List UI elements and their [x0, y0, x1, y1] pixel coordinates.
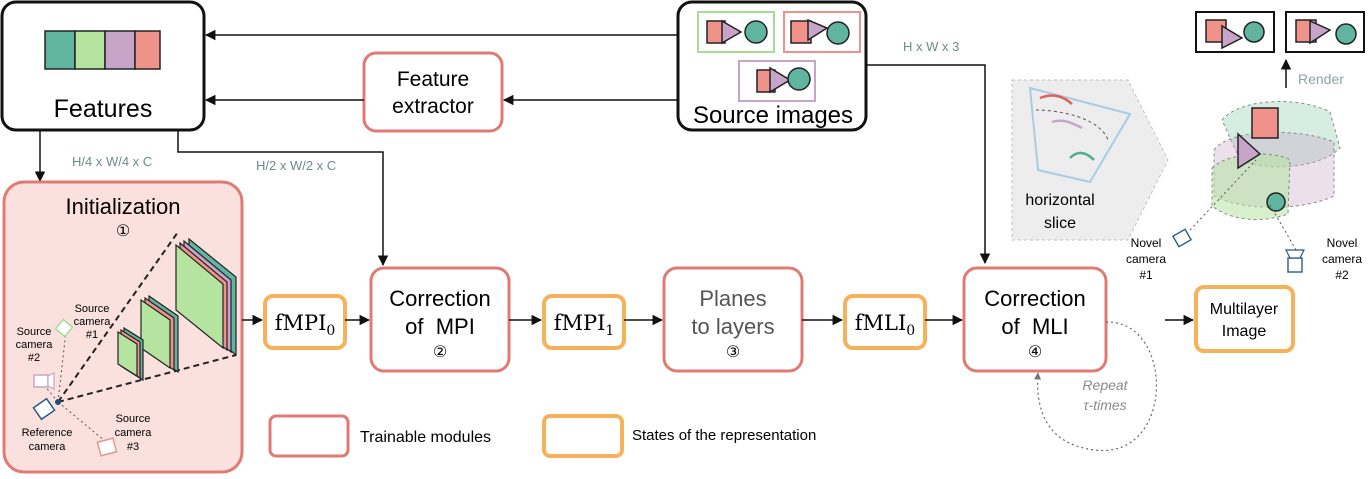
novel-cam2-line3: #2: [1335, 268, 1349, 282]
features-label: Features: [54, 95, 153, 123]
novel-cam1-line1: Novel: [1131, 236, 1162, 250]
repeat-loop-arrow: [1033, 321, 1157, 451]
fmpi1-base: fMPI: [554, 311, 606, 335]
state-fmpi1: fMPI1: [542, 294, 626, 350]
repeat-line1: Repeat: [1082, 377, 1128, 393]
source-dims-label: H x W x 3: [903, 39, 959, 54]
planes-line1: Planes: [699, 286, 766, 311]
fmli0-sub: 0: [906, 323, 915, 339]
initialization-title: Initialization: [66, 194, 181, 219]
reference-camera-icon: [32, 397, 61, 421]
multilayer-line1: Multilayer: [1210, 301, 1279, 318]
source-image-1-icon: [697, 11, 775, 53]
source-cam2-line3: #2: [28, 352, 40, 364]
source-image-2-icon: [783, 11, 861, 53]
legend-states-label: States of the representation: [632, 427, 816, 444]
legend-trainable-swatch: [268, 414, 350, 458]
legend-trainable-label: Trainable modules: [360, 429, 491, 446]
source-cam1-line2: camera: [74, 316, 112, 328]
reference-cam-line1: Reference: [22, 427, 73, 439]
legend: Trainable modules States of the represen…: [268, 414, 816, 458]
novel-cam2-line2: camera: [1322, 252, 1362, 266]
planes-step: ③: [726, 344, 740, 361]
state-fmpi0: fMPI0: [263, 294, 347, 350]
fmpi0-sub: 0: [326, 323, 335, 339]
features-quarter-dims: H/4 x W/4 x C: [72, 154, 152, 169]
rendered-image-2-icon: [1285, 11, 1365, 53]
slice-line1: horizontal: [1025, 192, 1094, 209]
planes-to-layers-box: Planes to layers ③: [662, 266, 804, 373]
fmpi0-label: fMPI0: [275, 311, 336, 339]
correction-mpi-step: ②: [433, 344, 447, 361]
novel-cam1-line2: camera: [1126, 252, 1166, 266]
feature-extractor-line1: Feature: [397, 68, 469, 91]
fmpi0-base: fMPI: [275, 311, 327, 335]
horizontal-slice-panel: horizontal slice: [1011, 79, 1169, 241]
fmpi1-sub: 1: [605, 323, 614, 339]
novel-camera-1-icon: [1171, 228, 1193, 248]
features-half-dims: H/2 x W/2 x C: [256, 158, 336, 173]
source-images-box: Source images: [676, 0, 868, 132]
source-cam2-line2: camera: [16, 339, 54, 351]
initialization-step: ①: [116, 223, 130, 240]
features-box: Features: [0, 0, 206, 132]
source-cam1-line1: Source: [75, 303, 110, 315]
source-cam3-line2: camera: [115, 427, 153, 439]
source-cam3-line1: Source: [116, 413, 151, 425]
source-camera-3-icon: [96, 437, 118, 457]
planes-line2: to layers: [691, 314, 774, 339]
fmli0-label: fMLI0: [855, 311, 915, 339]
correction-mli-box: Correction of MLI ④: [962, 266, 1108, 373]
multilayer-line2: Image: [1222, 323, 1267, 340]
correction-mpi-box: Correction of MPI ②: [369, 266, 511, 373]
correction-mpi-line2: of MPI: [405, 314, 475, 339]
arrow-source-to-mli: [866, 64, 991, 265]
reference-cam-line2: camera: [29, 441, 67, 453]
multilayer-3d-icon: [1189, 101, 1341, 251]
source-cam1-line3: #1: [86, 329, 98, 341]
rendered-image-1-icon: [1195, 11, 1275, 53]
source-cam3-line3: #3: [127, 441, 139, 453]
mpi-planes-icon: [39, 231, 237, 442]
slice-line2: slice: [1044, 215, 1076, 232]
initialization-box: Initialization ① Source: [2, 180, 244, 474]
fmli0-base: fMLI: [855, 311, 907, 335]
arrow-features-to-correction-mpi: [177, 130, 389, 267]
source-images-label: Source images: [693, 102, 853, 129]
feature-extractor-line2: extractor: [392, 95, 474, 118]
correction-mli-step: ④: [1028, 344, 1042, 361]
render-label: Render: [1298, 71, 1344, 87]
state-multilayer-image: Multilayer Image: [1194, 285, 1295, 353]
novel-camera-2-icon: [1285, 249, 1305, 273]
source-image-3-icon: [738, 60, 816, 102]
legend-states-swatch: [542, 414, 624, 458]
correction-mpi-line1: Correction: [389, 286, 490, 311]
source-cam2-line1: Source: [17, 326, 52, 338]
repeat-line2: τ-times: [1083, 397, 1126, 413]
novel-cam2-line1: Novel: [1327, 236, 1358, 250]
feature-extractor-box: Feature extractor: [362, 51, 504, 133]
correction-mli-line2: of MLI: [1001, 314, 1068, 339]
novel-cam1-line3: #1: [1139, 268, 1153, 282]
source-camera-1-icon: [54, 318, 74, 338]
feature-channels-icon: [44, 30, 161, 70]
correction-mli-line1: Correction: [984, 286, 1085, 311]
state-fmli0: fMLI0: [843, 294, 927, 350]
source-camera-2-icon: [33, 372, 55, 390]
fmpi1-label: fMPI1: [554, 311, 615, 339]
